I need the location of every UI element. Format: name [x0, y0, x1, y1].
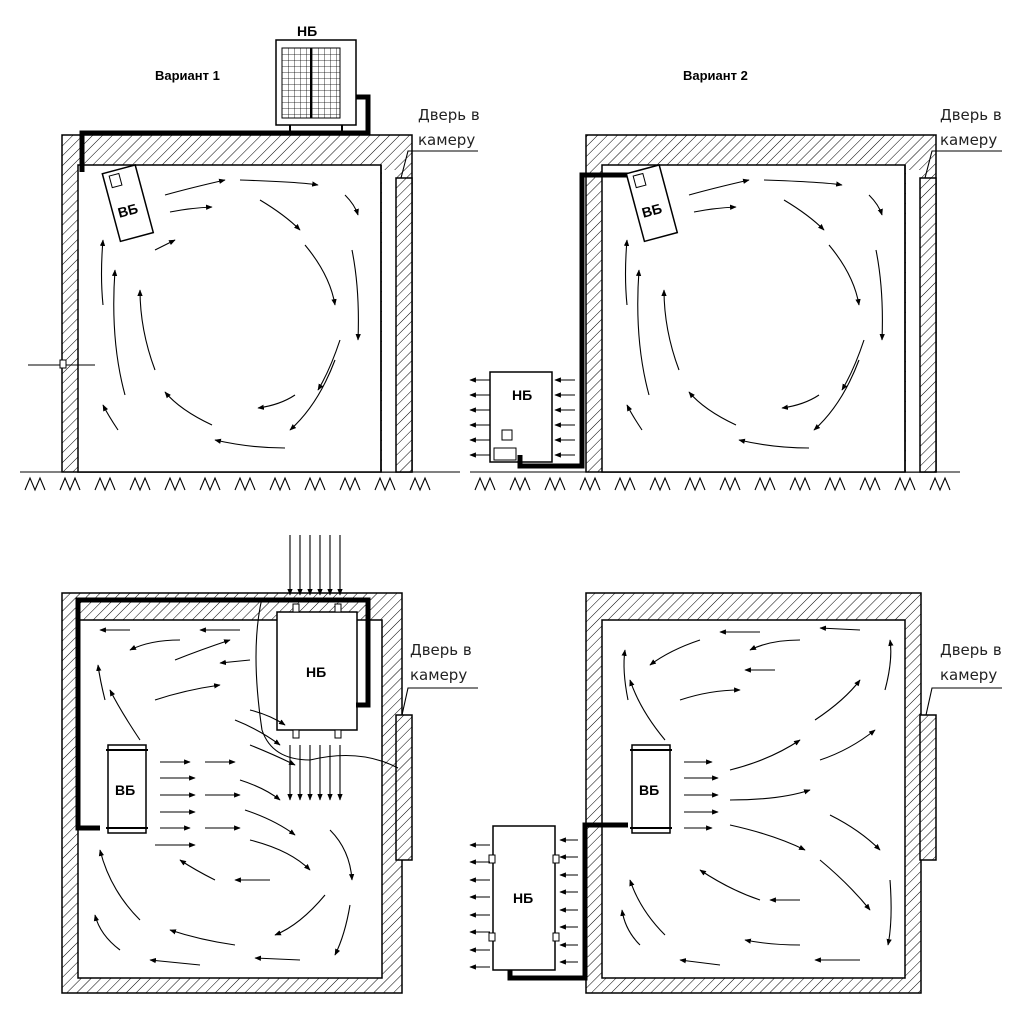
panel-variant-2-plan: НБ ВБ — [469, 592, 1002, 994]
variant-1-title: Вариант 1 — [155, 68, 220, 83]
door-label-1: Дверь в камеру — [400, 106, 480, 179]
airflow-arrows-1 — [99, 178, 361, 449]
outdoor-unit-label-2: НБ — [512, 387, 532, 403]
ground-2 — [470, 471, 960, 492]
door-label-3-line1: Дверь в — [410, 641, 472, 659]
condenser-airflow-3 — [287, 535, 343, 801]
door-label-4-line2: камеру — [940, 666, 997, 684]
outdoor-unit-plan-2: НБ — [488, 825, 560, 971]
door-label-2-line1: Дверь в — [940, 106, 1002, 124]
outdoor-unit-label-3: НБ — [306, 664, 326, 680]
indoor-unit-label-4: ВБ — [639, 782, 659, 798]
outdoor-unit-label-4: НБ — [513, 890, 533, 906]
door-label-1-line1: Дверь в — [418, 106, 480, 124]
outdoor-unit-label: НБ — [297, 23, 317, 39]
refrigerant-pipe-3 — [75, 597, 371, 831]
door-2 — [919, 177, 937, 473]
door-label-2: Дверь в камеру — [924, 106, 1002, 179]
outdoor-unit-plan-1: НБ — [276, 603, 358, 739]
door-label-3: Дверь в камеру — [401, 641, 478, 716]
indoor-unit-plan-2: ВБ — [630, 744, 672, 834]
refrigerant-pipe-1 — [79, 94, 371, 172]
ground-1 — [20, 471, 460, 492]
condenser-airflow-2 — [469, 377, 575, 458]
panel-variant-1-plan: НБ ВБ — [61, 535, 478, 994]
door-1 — [395, 177, 413, 473]
door-3 — [395, 714, 413, 861]
door-label-1-line2: камеру — [418, 131, 475, 149]
outdoor-unit-zone — [255, 597, 399, 769]
condenser-airflow-4 — [469, 837, 578, 970]
refrigerant-pipe-4 — [507, 822, 628, 981]
airflow-arrows-4 — [620, 625, 894, 966]
outdoor-unit-roof: НБ — [275, 23, 357, 131]
panel-variant-1-side: Вариант 1 НБ ВБ — [20, 23, 480, 492]
airflow-arrows-3 — [93, 627, 355, 966]
variant-2-title: Вариант 2 — [683, 68, 748, 83]
indoor-unit-label: ВБ — [116, 200, 140, 221]
indoor-unit-plan-1: ВБ — [106, 744, 148, 834]
door-label-4: Дверь в камеру — [925, 641, 1002, 716]
outdoor-unit-ground: НБ — [489, 371, 553, 463]
wall-sensor — [28, 359, 95, 369]
door-label-2-line2: камеру — [940, 131, 997, 149]
indoor-unit-label-3: ВБ — [115, 782, 135, 798]
door-label-3-line2: камеру — [410, 666, 467, 684]
panel-variant-2-side: Вариант 2 НБ — [469, 68, 1002, 492]
indoor-unit-1: ВБ — [101, 164, 155, 243]
indoor-unit-label-2: ВБ — [640, 200, 664, 221]
door-label-4-line1: Дверь в — [940, 641, 1002, 659]
indoor-unit-2: ВБ — [625, 164, 679, 243]
refrigerant-pipe-2 — [517, 172, 630, 469]
door-4 — [919, 714, 937, 861]
airflow-arrows-2 — [623, 178, 885, 449]
